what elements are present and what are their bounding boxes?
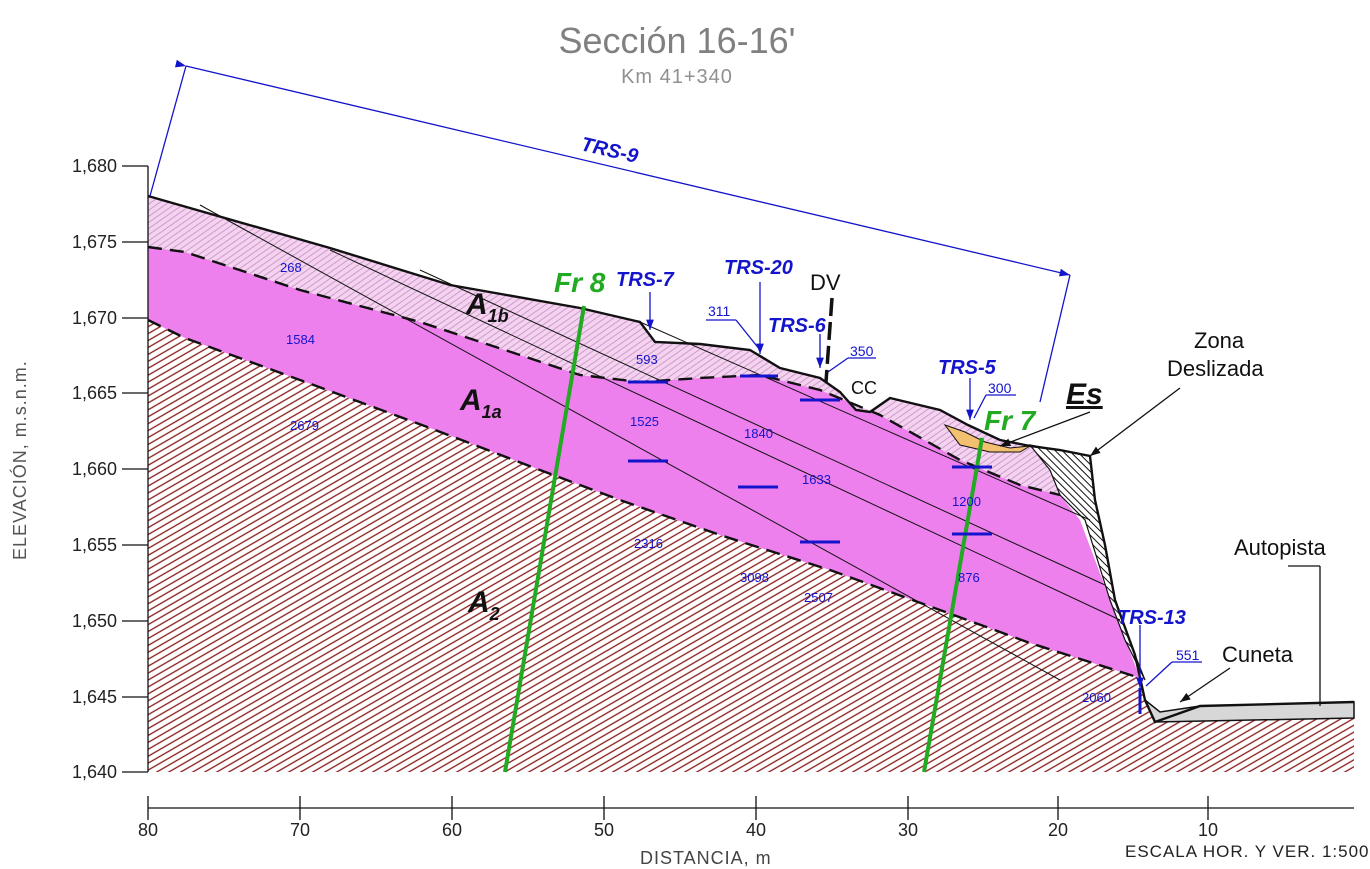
y-axis [122,165,149,773]
y-tick-1655: 1,655 [72,535,117,555]
section-title: Sección 16-16' [558,20,796,61]
boundary-a1b-a1a [147,245,1061,497]
velocity-876: 876 [958,570,980,585]
y-tick-1665: 1,665 [72,383,117,403]
x-tick-50: 50 [594,820,614,840]
y-tick-1640: 1,640 [72,762,117,782]
y-tick-1670: 1,670 [72,308,117,328]
velocity-1633: 1633 [802,472,831,487]
fracture-fr8-line [503,305,586,773]
unit-a1b-subscript: 1b [488,306,509,326]
unit-a1b-label: A1b [465,288,509,326]
velocity-2507: 2507 [804,590,833,605]
trs20-ref: 311 [708,303,731,319]
trs9-dimension [149,59,1071,403]
cuneta-label: Cuneta [1222,642,1294,667]
survey-leaders [646,282,1202,688]
velocity-1200: 1200 [952,494,981,509]
unit-a1a-subscript: 1a [482,402,502,422]
deslizada-label: Deslizada [1167,356,1264,381]
cross-section-svg: 1,680 1,675 1,670 1,665 1,660 1,655 1,65… [72,59,1355,840]
velocity-1525: 1525 [630,414,659,429]
unit-a2-subscript: 2 [489,604,500,624]
scale-note: ESCALA HOR. Y VER. 1:500 [1125,842,1370,861]
x-tick-60: 60 [442,820,462,840]
x-tick-20: 20 [1048,820,1068,840]
boundary-a1a-a2 [147,318,1141,680]
x-tick-30: 30 [898,820,918,840]
cc-label: CC [851,378,877,398]
x-tick-80: 80 [138,820,158,840]
velocity-1840: 1840 [744,426,773,441]
ground-surface-line [147,194,1355,724]
refraction-bars [628,374,1142,714]
x-tick-10: 10 [1198,820,1218,840]
trs13-label: TRS-13 [1117,607,1186,629]
es-label: Es [1066,378,1103,411]
trs7-label: TRS-7 [616,269,675,291]
x-tick-70: 70 [290,820,310,840]
y-tick-1650: 1,650 [72,611,117,631]
x-axis [147,796,1354,820]
fr8-label: Fr 8 [554,267,606,298]
velocity-2316: 2316 [634,536,663,551]
velocity-2679: 2679 [290,418,319,433]
dv-label: DV [810,270,841,295]
velocity-268: 268 [280,260,302,275]
velocity-3098: 3098 [740,570,769,585]
trs5-label: TRS-5 [938,357,997,379]
velocity-593: 593 [636,352,658,367]
y-tick-1660: 1,660 [72,459,117,479]
fr7-label: Fr 7 [984,405,1037,436]
section-drawing: Sección 16-16' Km 41+340 ELEVACIÓN, m.s.… [10,20,1369,868]
y-tick-1680: 1,680 [72,156,117,176]
unit-a2-label: A2 [467,586,500,624]
y-tick-1675: 1,675 [72,232,117,252]
trs5-ref: 300 [988,380,1012,396]
trs9-label: TRS-9 [579,133,641,168]
trs6-ref: 350 [850,343,874,359]
trs13-ref: 551 [1176,647,1200,663]
velocity-1584: 1584 [286,332,315,347]
label-leaders [999,387,1321,706]
unit-a1a-label: A1a [459,384,502,422]
dv-marker-line [824,297,834,383]
zona-label: Zona [1194,328,1245,353]
autopista-label: Autopista [1234,535,1326,560]
x-tick-40: 40 [746,820,766,840]
fracture-fr7-line [922,437,984,773]
x-axis-label: DISTANCIA, m [640,848,772,868]
trs6-label: TRS-6 [768,315,827,337]
velocity-2060: 2060 [1082,690,1111,705]
trs20-label: TRS-20 [724,257,793,279]
y-tick-1645: 1,645 [72,687,117,707]
